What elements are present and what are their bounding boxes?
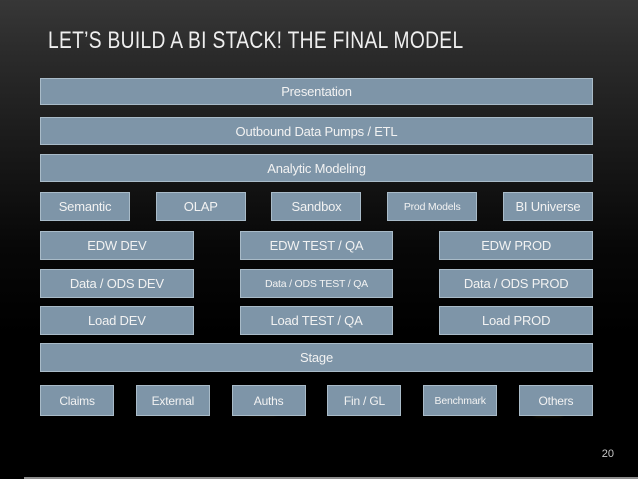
- stack-box-sandbox: Sandbox: [271, 192, 362, 221]
- stack-box-data-ods-prod: Data / ODS PROD: [439, 269, 593, 298]
- stack-box-analytic-modeling: Analytic Modeling: [40, 154, 593, 182]
- stack-row-semantic-layer: Semantic OLAP Sandbox Prod Models BI Univers…: [40, 192, 593, 221]
- stack-row-edw: EDW DEV EDW TEST / QA EDW PROD: [40, 231, 593, 260]
- stack-box-semantic: Semantic: [40, 192, 131, 221]
- stack-box-data-ods-dev: Data / ODS DEV: [40, 269, 194, 298]
- stack-box-presentation: Presentation: [40, 78, 593, 105]
- stack-box-bi-universe: BI Universe: [502, 192, 593, 221]
- stack-box-stage: Stage: [40, 343, 593, 372]
- stack-row-outbound-etl: Outbound Data Pumps / ETL: [40, 117, 593, 145]
- stack-box-external: External: [135, 385, 210, 416]
- stack-box-load-dev: Load DEV: [40, 306, 194, 335]
- bottom-edge-strip: [24, 477, 638, 479]
- stack-row-data-ods: Data / ODS DEV Data / ODS TEST / QA Data /…: [40, 269, 593, 298]
- stack-box-load-test-qa: Load TEST / QA: [239, 306, 394, 335]
- stack-box-fin-gl: Fin / GL: [327, 385, 402, 416]
- stack-box-edw-dev: EDW DEV: [40, 231, 194, 260]
- bi-stack-diagram: Presentation Outbound Data Pumps / ETL A…: [40, 0, 593, 479]
- stack-box-load-prod: Load PROD: [439, 306, 593, 335]
- stack-box-edw-test-qa: EDW TEST / QA: [239, 231, 394, 260]
- stack-box-claims: Claims: [40, 385, 115, 416]
- stack-row-sources: Claims External Auths Fin / GL Benchmark Othe…: [40, 385, 593, 416]
- stack-box-outbound-data-pumps-etl: Outbound Data Pumps / ETL: [40, 117, 593, 145]
- stack-box-edw-prod: EDW PROD: [439, 231, 593, 260]
- page-number: 20: [601, 448, 614, 460]
- stack-box-others: Others: [518, 385, 593, 416]
- stack-row-load: Load DEV Load TEST / QA Load PROD: [40, 306, 593, 335]
- stack-row-analytic-modeling: Analytic Modeling: [40, 154, 593, 182]
- stack-box-benchmark: Benchmark: [423, 385, 498, 416]
- stack-box-data-ods-test-qa: Data / ODS TEST / QA: [239, 269, 394, 298]
- stack-row-stage: Stage: [40, 343, 593, 372]
- stack-box-prod-models: Prod Models: [387, 192, 478, 221]
- stack-box-auths: Auths: [231, 385, 306, 416]
- slide-title: LET’S BUILD A BI STACK! THE FINAL MODEL: [48, 27, 464, 54]
- stack-row-presentation: Presentation: [40, 78, 593, 105]
- stack-box-olap: OLAP: [155, 192, 246, 221]
